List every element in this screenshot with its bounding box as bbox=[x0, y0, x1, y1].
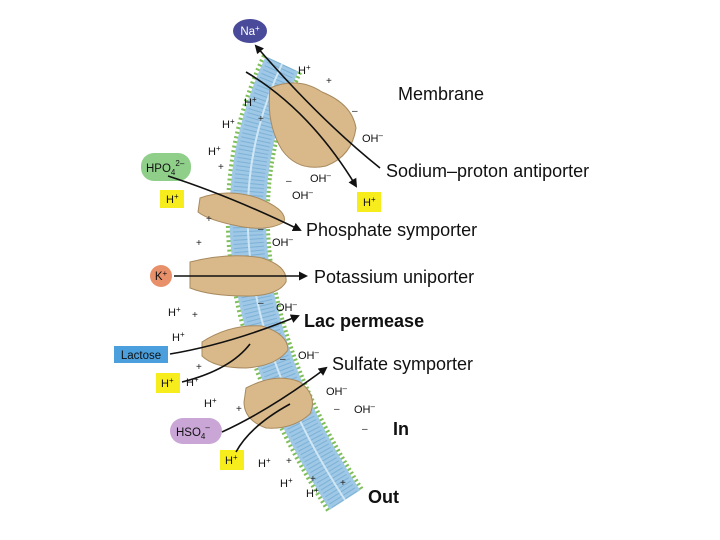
na-efflux-arrow bbox=[254, 44, 381, 169]
hydroxide-ion: OH– bbox=[326, 384, 348, 398]
positive-charge: + bbox=[196, 238, 202, 249]
substrate-hso4: HSO4– bbox=[170, 418, 222, 444]
hso4-subscript: 4 bbox=[201, 432, 206, 441]
k-charge: + bbox=[163, 269, 168, 278]
membrane-label: Membrane bbox=[398, 84, 484, 104]
proton-ion: H+ bbox=[306, 486, 319, 500]
negative-charge: – bbox=[352, 106, 358, 117]
svg-text:Na+: Na+ bbox=[240, 24, 260, 38]
proton-box-2: H+ bbox=[357, 192, 381, 212]
sodium-proton-antiporter-label: Sodium–proton antiporter bbox=[386, 161, 589, 181]
potassium-uniporter-label: Potassium uniporter bbox=[314, 267, 474, 287]
svg-text:H+: H+ bbox=[363, 195, 376, 209]
positive-charge: + bbox=[192, 310, 198, 321]
phosphate-symporter-label: Phosphate symporter bbox=[306, 220, 477, 240]
hydroxide-ion: OH– bbox=[310, 171, 332, 185]
svg-text:H+: H+ bbox=[161, 376, 174, 390]
na-badge bbox=[233, 19, 267, 43]
na-charge: + bbox=[255, 24, 260, 33]
positive-charge: + bbox=[258, 114, 264, 125]
proton-ion: H+ bbox=[258, 456, 271, 470]
lac-permease-label: Lac permease bbox=[304, 311, 424, 331]
ion-layer: H+H+H+H+H+H+H+H+H+H+H+OH–OH–OH–OH–OH–OH–… bbox=[168, 63, 384, 500]
positive-charge: + bbox=[310, 474, 316, 485]
proton-box-4: H+ bbox=[220, 450, 244, 470]
proton-ion: H+ bbox=[186, 375, 199, 389]
hydroxide-ion: OH– bbox=[354, 402, 376, 416]
svg-text:HSO4–: HSO4– bbox=[176, 423, 210, 441]
positive-charge: + bbox=[340, 478, 346, 489]
k-label: K bbox=[155, 271, 163, 283]
in-label: In bbox=[393, 419, 409, 439]
svg-text:H+: H+ bbox=[225, 453, 238, 467]
negative-charge: – bbox=[258, 224, 264, 235]
positive-charge: + bbox=[206, 214, 212, 225]
phosphate-arrow bbox=[167, 175, 302, 231]
proton-ion: H+ bbox=[204, 396, 217, 410]
positive-charge: + bbox=[326, 76, 332, 87]
positive-charge: + bbox=[286, 456, 292, 467]
proton-ion: H+ bbox=[168, 305, 181, 319]
sulfate-proton-arrow bbox=[235, 403, 291, 453]
hydroxide-ion: OH– bbox=[276, 300, 298, 314]
negative-charge: – bbox=[362, 424, 368, 435]
negative-charge: – bbox=[286, 176, 292, 187]
hso4-badge bbox=[170, 418, 222, 444]
hydroxide-ion: OH– bbox=[292, 188, 314, 202]
substrate-na: Na+ bbox=[233, 19, 267, 43]
substrate-lactose: Lactose bbox=[114, 346, 168, 363]
sulfate-arrow bbox=[221, 366, 328, 433]
hpo4-charge: 2– bbox=[175, 159, 184, 168]
proton-influx-arrow bbox=[245, 71, 358, 188]
positive-charge: + bbox=[196, 362, 202, 373]
labels: Membrane Sodium–proton antiporter Phosph… bbox=[304, 84, 589, 507]
proton-ion: H+ bbox=[172, 330, 185, 344]
proton-ion: H+ bbox=[222, 117, 235, 131]
hpo4-label: HPO bbox=[146, 163, 171, 175]
hydroxide-ion: OH– bbox=[272, 235, 294, 249]
svg-text:K+: K+ bbox=[155, 269, 168, 283]
sodium-proton-antiporter-protein bbox=[268, 82, 357, 168]
svg-text:H+: H+ bbox=[166, 192, 179, 206]
hso4-label: HSO bbox=[176, 427, 201, 439]
na-label: Na bbox=[240, 26, 255, 38]
out-label: Out bbox=[368, 487, 399, 507]
lactose-arrow bbox=[169, 314, 300, 355]
sulfate-symporter-label: Sulfate symporter bbox=[332, 354, 473, 374]
hpo4-badge bbox=[141, 153, 191, 181]
positive-charge: + bbox=[236, 404, 242, 415]
positive-charge: + bbox=[218, 162, 224, 173]
lactose-label: Lactose bbox=[121, 350, 161, 362]
proton-ion: H+ bbox=[244, 95, 257, 109]
negative-charge: – bbox=[258, 298, 264, 309]
transport-proteins bbox=[189, 82, 357, 429]
hso4-charge: – bbox=[205, 423, 210, 432]
proton-ion: H+ bbox=[208, 144, 221, 158]
proton-ion: H+ bbox=[280, 476, 293, 490]
k-badge bbox=[150, 265, 172, 287]
transport-arrows bbox=[167, 44, 381, 453]
negative-charge: – bbox=[280, 354, 286, 365]
hydroxide-ion: OH– bbox=[362, 131, 384, 145]
lac-proton-arrow bbox=[181, 343, 251, 383]
proton-ion: H+ bbox=[298, 63, 311, 77]
substrate-hpo4: HPO42– bbox=[141, 153, 191, 181]
hpo4-subscript: 4 bbox=[171, 168, 176, 177]
lactose-badge bbox=[114, 346, 168, 363]
proton-box-1: H+ bbox=[160, 190, 184, 208]
hydroxide-ion: OH– bbox=[298, 348, 320, 362]
substrate-k: K+ bbox=[150, 265, 172, 287]
svg-text:HPO42–: HPO42– bbox=[146, 159, 185, 177]
negative-charge: – bbox=[334, 404, 340, 415]
proton-box-3: H+ bbox=[156, 373, 180, 393]
